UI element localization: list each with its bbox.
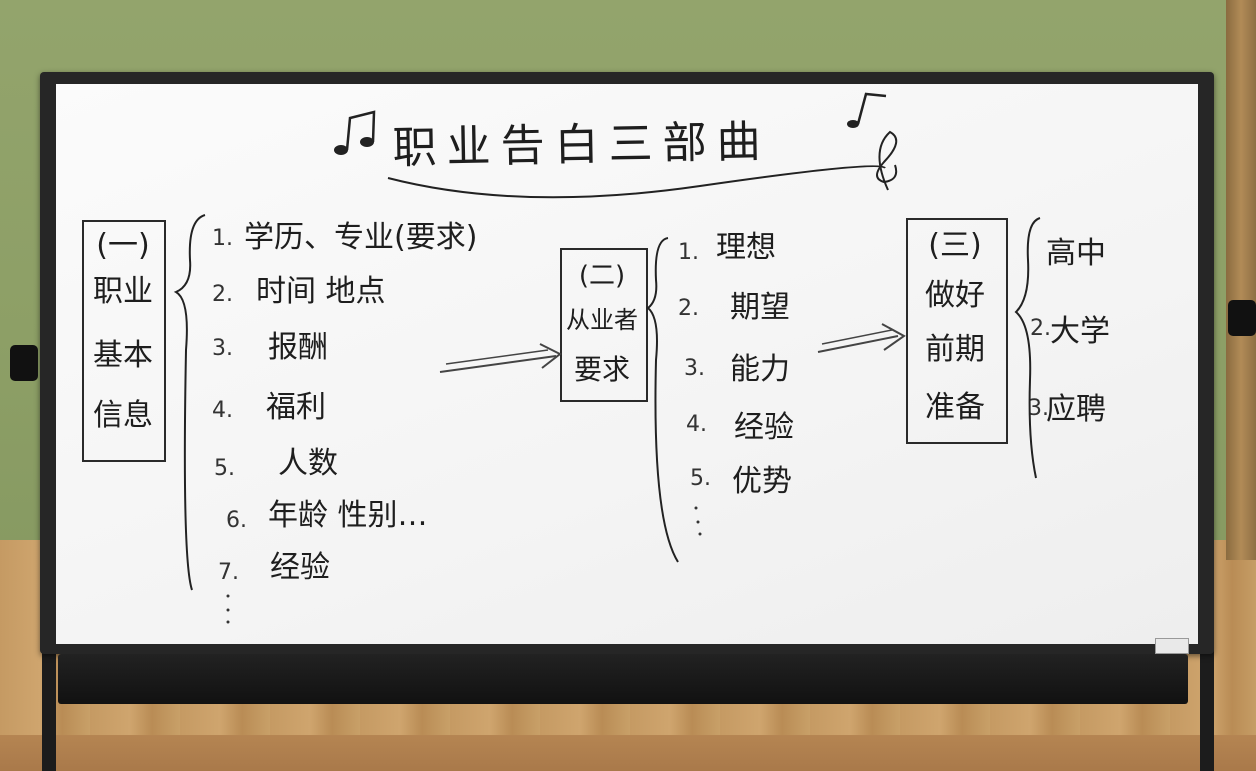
s2-item-2-num: 2.	[678, 296, 699, 321]
section-3-bracket	[1014, 217, 1041, 479]
section-2-line-2: 要求	[573, 353, 630, 386]
section-2-bracket	[646, 237, 679, 563]
section-3-line-3: 准备	[925, 390, 985, 425]
s2-item-4-text: 经验	[734, 410, 794, 445]
s2-item-4-num: 4.	[686, 412, 707, 437]
s1-item-5-num: 5.	[214, 456, 235, 481]
s1-item-2-num: 2.	[212, 282, 233, 307]
section-3-box	[906, 218, 1008, 444]
s1-item-1-num: 1.	[212, 226, 233, 251]
section-3-line-2: 前期	[925, 332, 985, 367]
treble-clef-icon	[847, 92, 898, 191]
s2-item-5-num: 5.	[690, 466, 711, 491]
s2-item-3-text: 能力	[730, 352, 790, 387]
s1-item-1-text: 学历、专业(要求)	[244, 220, 478, 255]
s1-item-5-text: 人数	[278, 446, 338, 481]
curtain	[1226, 0, 1256, 560]
section-2-line-1: 从业者	[566, 306, 638, 334]
section-1-head: (一)	[96, 228, 150, 263]
s1-item-3-text: 报酬	[268, 330, 328, 365]
s1-item-3-num: 3.	[212, 336, 233, 361]
s2-item-1-text: 理想	[716, 230, 776, 265]
s1-item-4-num: 4.	[212, 398, 233, 423]
s1-item-7-text: 经验	[270, 550, 330, 585]
s3-item-1-text: 高中	[1046, 236, 1106, 271]
s1-item-6-text: 年龄 性别…	[268, 498, 428, 533]
section-1-line-2: 基本	[93, 338, 153, 373]
section-3-head: (三)	[928, 228, 982, 263]
s1-item-2-text: 时间 地点	[256, 274, 386, 309]
s3-item-2-num: 2.	[1030, 316, 1051, 341]
section-3-line-1: 做好	[925, 278, 985, 313]
s2-item-1-num: 1.	[678, 240, 699, 265]
arrow-2-icon	[817, 323, 906, 353]
pivot-clamp-right	[1228, 300, 1256, 336]
brand-sticker	[1155, 638, 1189, 654]
s2-item-2-text: 期望	[730, 290, 790, 325]
arrow-1-icon	[439, 343, 562, 373]
music-note-left-icon	[334, 110, 376, 155]
section-2-box	[560, 248, 648, 402]
section-2-head: (二)	[578, 261, 626, 291]
s3-item-3-text: 应聘	[1046, 392, 1106, 427]
title-underline	[387, 165, 886, 199]
section-1-bracket	[173, 214, 206, 591]
pivot-clamp-left	[10, 345, 38, 381]
s3-item-2-text: 大学	[1050, 314, 1110, 349]
s2-item-5-text: 优势	[732, 464, 792, 499]
s1-item-6-num: 6.	[226, 508, 247, 533]
s1-item-4-text: 福利	[266, 390, 326, 425]
s3-item-3-num: 3.	[1028, 396, 1049, 421]
floor-edge	[0, 735, 1256, 771]
section-1-line-1: 职业	[93, 274, 153, 309]
section-1-line-3: 信息	[93, 398, 153, 433]
s1-item-7-num: 7.	[218, 560, 239, 585]
s2-item-3-num: 3.	[684, 356, 705, 381]
marker-tray	[58, 654, 1188, 704]
section-1-box	[82, 220, 166, 462]
